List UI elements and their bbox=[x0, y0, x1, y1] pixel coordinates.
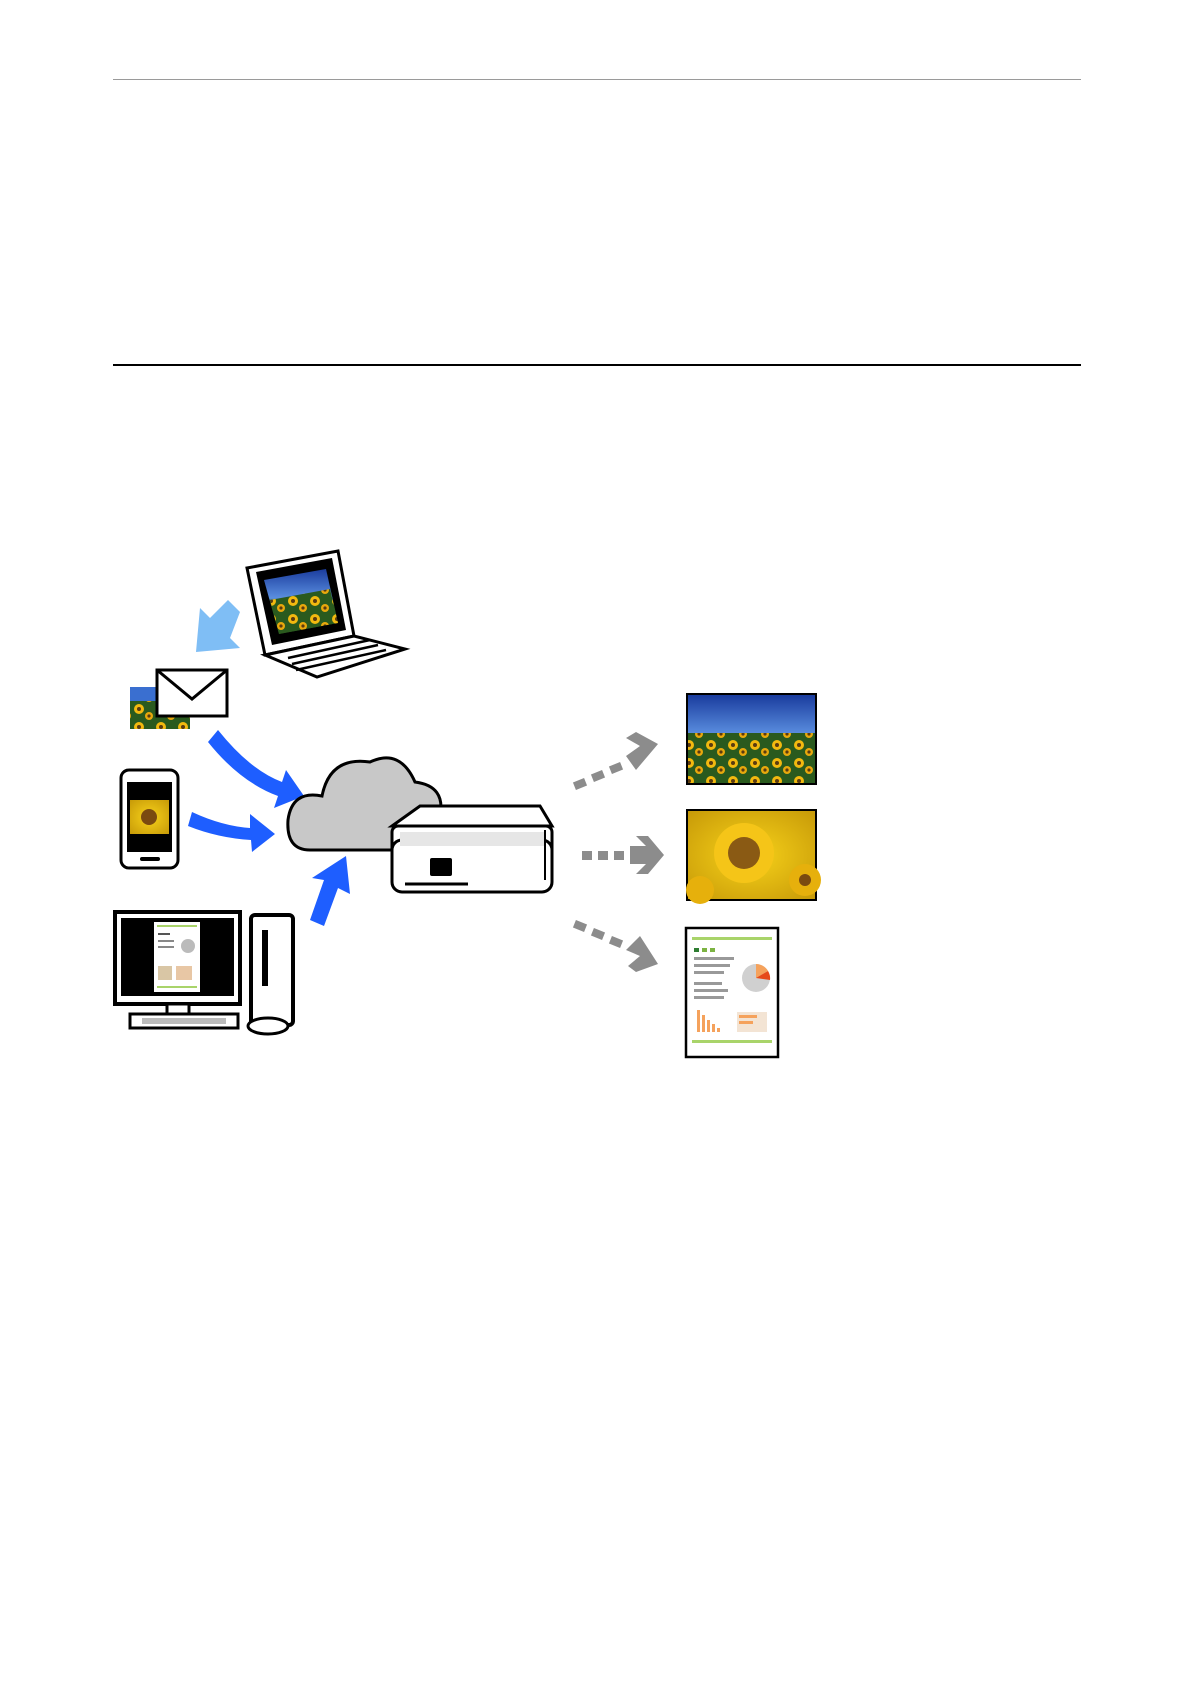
blue-arrow-computer bbox=[310, 856, 350, 926]
blue-arrow-email bbox=[208, 730, 304, 808]
email-icon bbox=[130, 670, 227, 729]
photo-print-closeup bbox=[686, 809, 821, 904]
document-print bbox=[686, 928, 778, 1057]
printer-icon bbox=[392, 806, 552, 892]
laptop-icon bbox=[247, 551, 405, 677]
gray-dashed-arrow-bottom bbox=[573, 920, 658, 972]
gray-dashed-arrow-middle bbox=[582, 836, 664, 874]
blue-arrow-phone bbox=[188, 812, 275, 852]
smartphone-icon bbox=[121, 770, 178, 868]
photo-print-landscape bbox=[686, 693, 817, 785]
desktop-computer-icon bbox=[115, 912, 293, 1034]
gray-dashed-arrow-top bbox=[573, 732, 658, 790]
light-blue-arrow bbox=[196, 600, 240, 652]
